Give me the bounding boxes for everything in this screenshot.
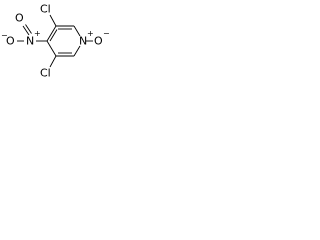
nitro-oxygen-up-label: O: [15, 12, 24, 25]
chlorine-bottom-label: Cl: [40, 67, 51, 80]
oxide-oxygen-label: O: [94, 35, 103, 48]
charge-labels: + − + −: [1, 29, 109, 40]
ring-bonds: [46, 25, 81, 57]
ring-nitrogen-label: N: [79, 35, 87, 48]
bond-nitro-n-o-up-b: [25, 24, 32, 34]
bond-c4-c3: [46, 25, 57, 42]
bond-c5-cl: [49, 55, 57, 68]
ring-nitrogen-charge: +: [87, 29, 94, 38]
bond-c4-c3-inner: [49, 29, 58, 42]
bond-c3-cl: [49, 14, 57, 27]
oxide-oxygen-charge: −: [103, 29, 109, 38]
bond-c2-n1: [73, 25, 81, 37]
bond-nitro-n-o-up-a: [22, 25, 30, 36]
bond-n1-c6: [73, 45, 81, 57]
nitro-nitrogen-charge: +: [34, 29, 41, 38]
nitro-nitrogen-label: N: [26, 35, 34, 48]
molecule-structure: Cl Cl N O O N O + − + −: [1, 3, 109, 80]
bond-c5-c4: [46, 40, 57, 57]
nitro-oxygen-left-label: O: [6, 35, 15, 48]
nitro-oxygen-charge: −: [1, 31, 8, 40]
substituent-bonds: [17, 14, 93, 68]
chlorine-top-label: Cl: [40, 3, 51, 16]
atom-labels: Cl Cl N O O N O: [6, 3, 103, 80]
